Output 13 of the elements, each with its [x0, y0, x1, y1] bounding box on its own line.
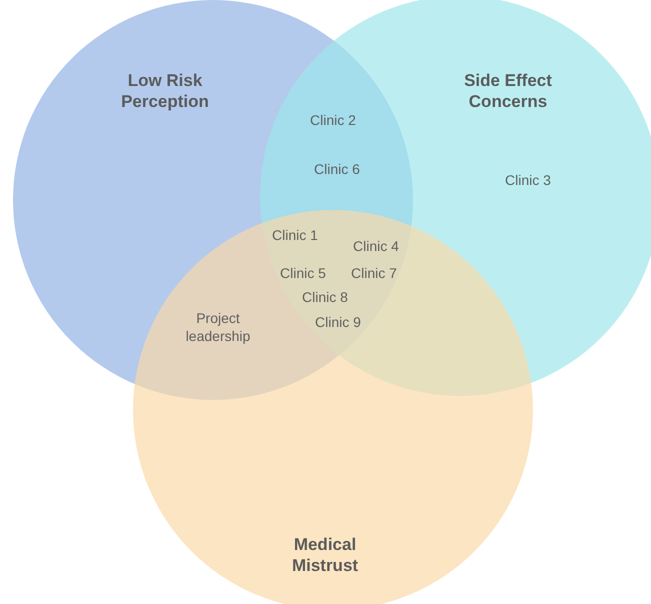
circle-heading: Low Risk Perception	[120, 70, 210, 112]
region-label: Project leadership	[184, 309, 252, 345]
region-label: Clinic 8	[302, 288, 348, 306]
region-label: Clinic 2	[310, 111, 356, 129]
region-label: Clinic 1	[272, 226, 318, 244]
region-label: Clinic 3	[505, 171, 551, 189]
region-label: Clinic 4	[353, 237, 399, 255]
region-label: Clinic 5	[280, 264, 326, 282]
circle-heading: Medical Mistrust	[290, 534, 360, 576]
region-label: Clinic 6	[314, 160, 360, 178]
region-label: Clinic 9	[315, 313, 361, 331]
circle-heading: Side Effect Concerns	[463, 70, 553, 112]
region-label: Clinic 7	[351, 264, 397, 282]
